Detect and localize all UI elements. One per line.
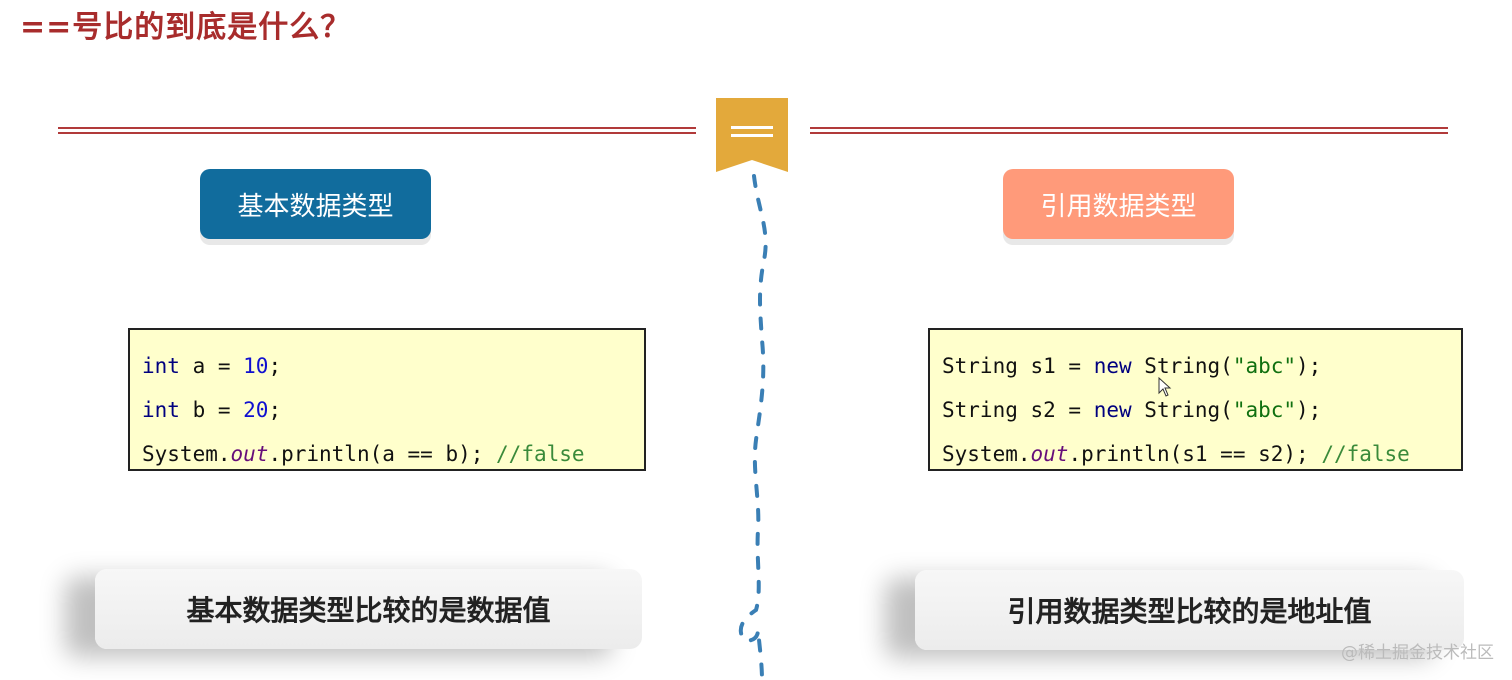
code-token: out: [1030, 442, 1069, 466]
reference-type-pill: 引用数据类型: [1003, 169, 1234, 239]
code-token: String(: [1131, 398, 1233, 422]
code-token: 20: [243, 398, 269, 422]
code-token: b =: [179, 398, 244, 422]
code-token: System.: [142, 442, 231, 466]
code-token: System.: [942, 442, 1031, 466]
code-token: .println(s1 == s2);: [1068, 442, 1322, 466]
code-token: //false: [496, 442, 585, 466]
code-token: 10: [243, 354, 269, 378]
code-token: String(: [1131, 354, 1233, 378]
code-token: );: [1296, 398, 1322, 422]
code-token: "abc": [1232, 398, 1297, 422]
code-token: new: [1093, 398, 1132, 422]
code-token: int: [142, 398, 180, 422]
bookmark-ribbon-icon: [716, 98, 788, 172]
reference-summary: 引用数据类型比较的是地址值: [915, 570, 1464, 650]
code-token: String s1 =: [942, 354, 1094, 378]
code-token: ;: [268, 398, 282, 422]
code-token: .println(a == b);: [268, 442, 497, 466]
code-line: String s1 = new String("abc");: [942, 344, 1449, 388]
left-divider-rule: [58, 127, 696, 134]
code-token: out: [230, 442, 269, 466]
center-divider: [716, 98, 788, 680]
primitive-code-box: int a = 10;int b = 20;System.out.println…: [128, 328, 646, 471]
primitive-type-pill: 基本数据类型: [200, 169, 431, 239]
code-line: System.out.println(a == b); //false: [142, 432, 632, 476]
code-line: String s2 = new String("abc");: [942, 388, 1449, 432]
code-line: System.out.println(s1 == s2); //false: [942, 432, 1449, 476]
watermark: @稀土掘金技术社区: [1341, 643, 1494, 663]
code-token: int: [142, 354, 180, 378]
code-line: int a = 10;: [142, 344, 632, 388]
code-token: "abc": [1232, 354, 1297, 378]
page-title: ==号比的到底是什么？: [20, 10, 352, 45]
code-token: String s2 =: [942, 398, 1094, 422]
code-token: ;: [268, 354, 282, 378]
reference-code-box: String s1 = new String("abc");String s2 …: [928, 328, 1463, 471]
code-token: new: [1093, 354, 1132, 378]
primitive-summary: 基本数据类型比较的是数据值: [95, 569, 642, 649]
code-token: a =: [179, 354, 244, 378]
right-divider-rule: [810, 127, 1448, 134]
code-token: //false: [1321, 442, 1410, 466]
mouse-cursor-icon: [1158, 377, 1172, 397]
code-token: );: [1296, 354, 1322, 378]
code-line: int b = 20;: [142, 388, 632, 432]
dashed-path: [738, 174, 768, 680]
